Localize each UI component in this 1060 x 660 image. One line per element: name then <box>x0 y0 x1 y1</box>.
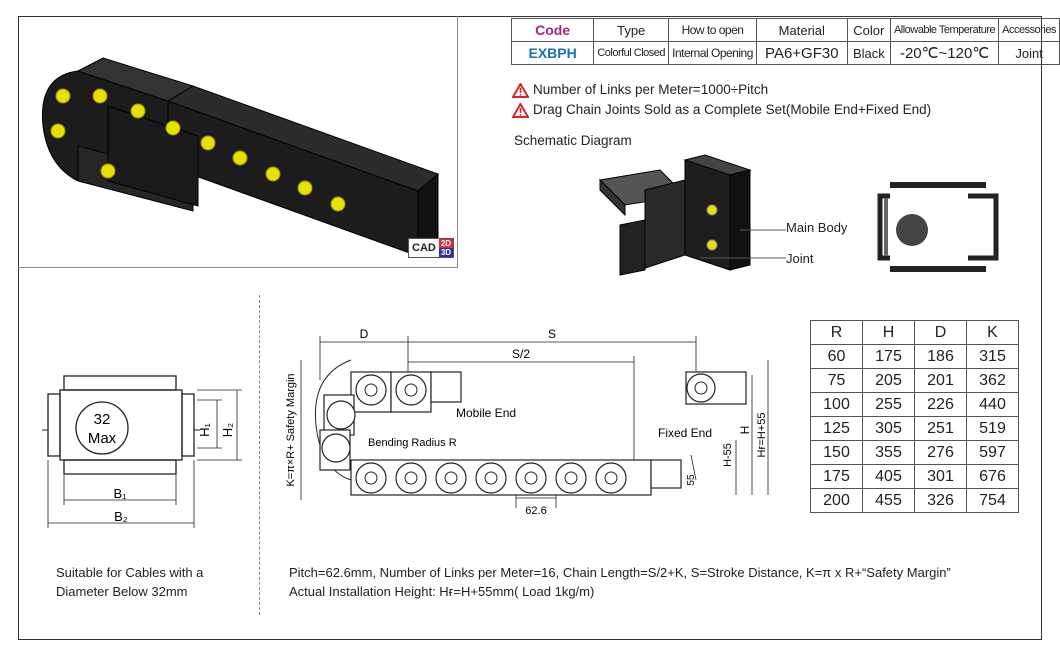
dims-cell: 175 <box>810 464 863 489</box>
bending-radius-label: Bending Radius R <box>368 437 457 449</box>
schematic-diagram <box>598 154 786 276</box>
warning-icon <box>512 102 529 118</box>
dims-cell: 440 <box>966 392 1019 417</box>
dims-cell: 60 <box>810 344 863 369</box>
dim-s-label: S <box>548 327 556 341</box>
dims-cell: 305 <box>862 416 915 441</box>
dims-cell: 150 <box>810 440 863 465</box>
spec-value-type: Colorful Closed <box>593 41 670 65</box>
b1-label: B₁ <box>113 486 127 501</box>
mobile-end-label: Mobile End <box>456 406 516 420</box>
spec-value-temperature: -20℃~120℃ <box>889 41 1000 65</box>
dims-cell: 315 <box>966 344 1019 369</box>
schematic-title: Schematic Diagram <box>514 133 632 148</box>
spec-header-material: Material <box>755 18 848 42</box>
dims-cell: 676 <box>966 464 1019 489</box>
spec-value-color: Black <box>846 41 891 65</box>
cable-caption: Suitable for Cables with a Diameter Belo… <box>56 565 204 599</box>
cad-label: CAD <box>412 242 436 254</box>
dims-cell: 355 <box>862 440 915 465</box>
cad-3d-label: 3D <box>438 248 454 257</box>
circle-label-max: Max <box>88 430 117 447</box>
dims-cell: 326 <box>914 488 967 513</box>
note-text: Drag Chain Joints Sold as a Complete Set… <box>533 102 932 117</box>
spec-value-how-to-open: Internal Opening <box>668 41 757 65</box>
circle-label-32: 32 <box>94 411 111 428</box>
spec-header-how-to-open: How to open <box>668 18 757 42</box>
dim-d-label: D <box>360 327 369 341</box>
dims-header: R <box>810 320 863 345</box>
b2-label: B₂ <box>114 509 128 524</box>
dims-cell: 226 <box>914 392 967 417</box>
k-label: K=π×R+ Safety Margin <box>285 373 297 486</box>
note-text: Number of Links per Meter=1000÷Pitch <box>533 82 769 97</box>
spec-table: Code Type How to open Material Color All… <box>510 18 1060 65</box>
dim-55-label: 55 <box>686 474 697 486</box>
dims-cell: 75 <box>810 368 863 393</box>
cad-badge[interactable]: CAD 2D 3D <box>408 238 455 258</box>
dims-cell: 301 <box>914 464 967 489</box>
joint-label: Joint <box>786 251 814 266</box>
spec-header-color: Color <box>846 18 891 42</box>
drag-chain-photo <box>41 57 439 258</box>
dims-cell: 754 <box>966 488 1019 513</box>
dims-cell: 455 <box>862 488 915 513</box>
spec-value-code: EXBPH <box>510 41 595 65</box>
cross-section-small <box>877 182 999 272</box>
spec-value-accessories: Joint <box>998 41 1060 65</box>
hf-label: Hғ=H+55 <box>756 413 768 458</box>
h-label: H <box>738 426 752 435</box>
dim-s2-label: S/2 <box>512 347 530 361</box>
pitch-label: 62.6 <box>525 505 546 517</box>
section-divider <box>259 295 260 615</box>
h2-label: H₂ <box>220 423 235 437</box>
dims-cell: 186 <box>914 344 967 369</box>
dims-cell: 200 <box>810 488 863 513</box>
spec-value-material: PA6+GF30 <box>755 41 848 65</box>
side-view-drawing: D S S/2 K=π×R+ Safety Margin Mobile End … <box>285 327 769 517</box>
notes: Number of Links per Meter=1000÷Pitch Dra… <box>512 80 931 120</box>
note-item: Number of Links per Meter=1000÷Pitch <box>512 80 931 100</box>
h55-label: H-55 <box>722 443 734 467</box>
dims-cell: 405 <box>862 464 915 489</box>
warning-icon <box>512 82 529 98</box>
dims-cell: 100 <box>810 392 863 417</box>
footer-line-2: Actual Installation Height: Hғ=H+55mm( L… <box>289 584 595 599</box>
product-photo-panel <box>18 16 458 268</box>
dims-cell: 125 <box>810 416 863 441</box>
fixed-end-label: Fixed End <box>658 426 712 440</box>
dims-cell: 251 <box>914 416 967 441</box>
footer-text: Pitch=62.6mm, Number of Links per Meter=… <box>289 563 989 601</box>
dims-cell: 175 <box>862 344 915 369</box>
main-body-label: Main Body <box>786 220 848 235</box>
h1-label: H₁ <box>197 423 212 437</box>
spec-header-type: Type <box>593 18 670 42</box>
dims-header: H <box>862 320 915 345</box>
note-item: Drag Chain Joints Sold as a Complete Set… <box>512 100 931 120</box>
spec-header-temperature: Allowable Temperature <box>889 18 1000 42</box>
dims-cell: 201 <box>914 368 967 393</box>
spec-header-accessories: Accessories <box>998 18 1060 42</box>
dims-header: D <box>914 320 967 345</box>
cross-section-drawing: 32 Max H₁ H₂ B₁ B₂ <box>42 375 242 528</box>
page-frame <box>18 16 1042 640</box>
dims-header: K <box>966 320 1019 345</box>
dims-cell: 276 <box>914 440 967 465</box>
dims-cell: 362 <box>966 368 1019 393</box>
cad-2d-label: 2D <box>438 239 454 248</box>
spec-header-code: Code <box>510 18 595 42</box>
footer-line-1: Pitch=62.6mm, Number of Links per Meter=… <box>289 565 951 580</box>
dims-cell: 205 <box>862 368 915 393</box>
dims-cell: 255 <box>862 392 915 417</box>
dims-cell: 519 <box>966 416 1019 441</box>
dims-cell: 597 <box>966 440 1019 465</box>
